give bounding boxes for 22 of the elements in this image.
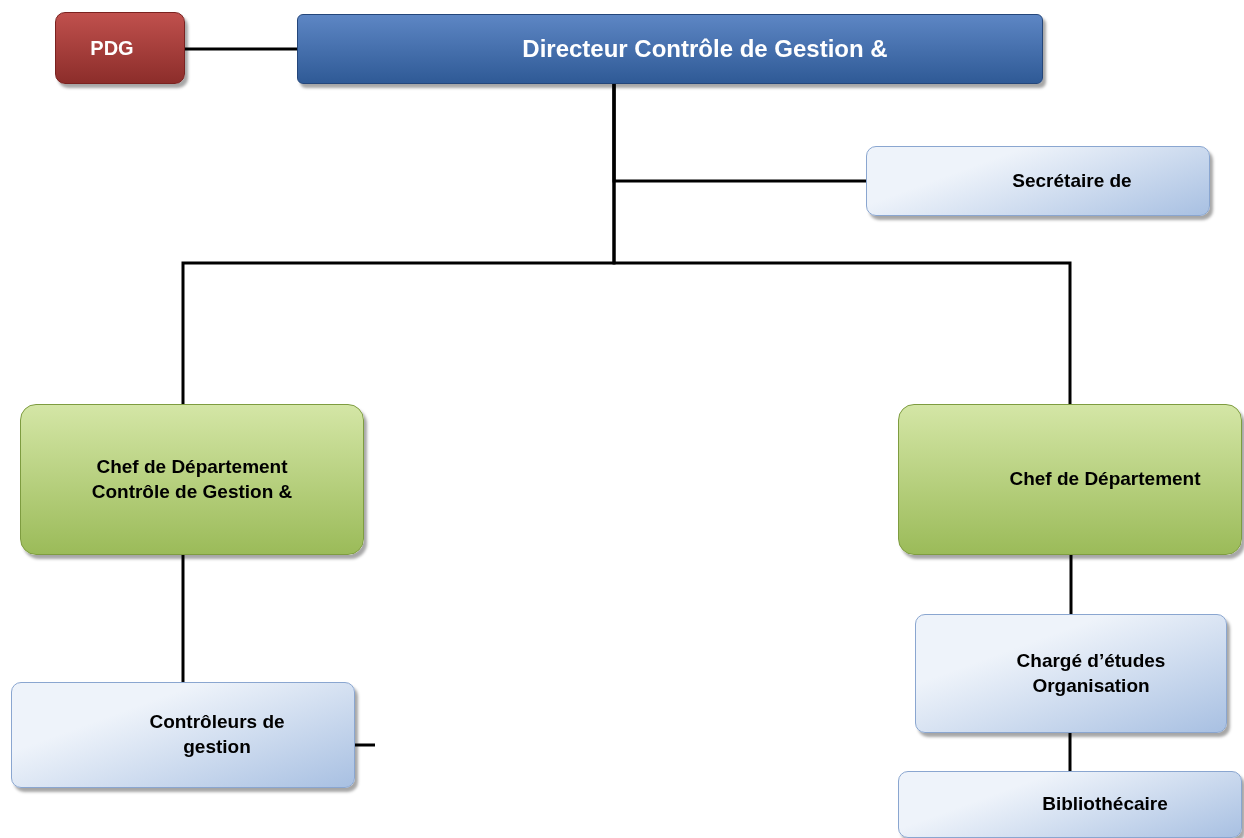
role-title: Directeur Contrôle de Gestion & <box>522 34 888 65</box>
connector-line <box>185 47 297 51</box>
org-box <box>11 682 355 788</box>
org-box <box>866 146 1210 216</box>
connector-line <box>355 743 375 747</box>
role-title: Chef de Département <box>1009 467 1201 492</box>
connector-line <box>1068 733 1072 771</box>
org-box <box>898 404 1242 555</box>
org-box <box>898 771 1242 838</box>
role-title: Bibliothécaire <box>1042 792 1168 817</box>
org-box <box>297 14 1043 84</box>
role-title: Secrétaire de <box>1012 168 1132 193</box>
connector-line <box>181 555 185 682</box>
role-title: Contrôleurs de gestion <box>148 710 286 759</box>
org-box <box>55 12 185 84</box>
org-box <box>915 614 1227 733</box>
org-box <box>20 404 364 555</box>
role-title: Chef de Département Contrôle de Gestion & <box>90 454 294 504</box>
role-title: PDG <box>90 36 134 61</box>
connector-line <box>1069 555 1073 614</box>
role-title: Chargé d’études Organisation <box>1015 648 1167 698</box>
connector-line <box>612 84 1072 404</box>
